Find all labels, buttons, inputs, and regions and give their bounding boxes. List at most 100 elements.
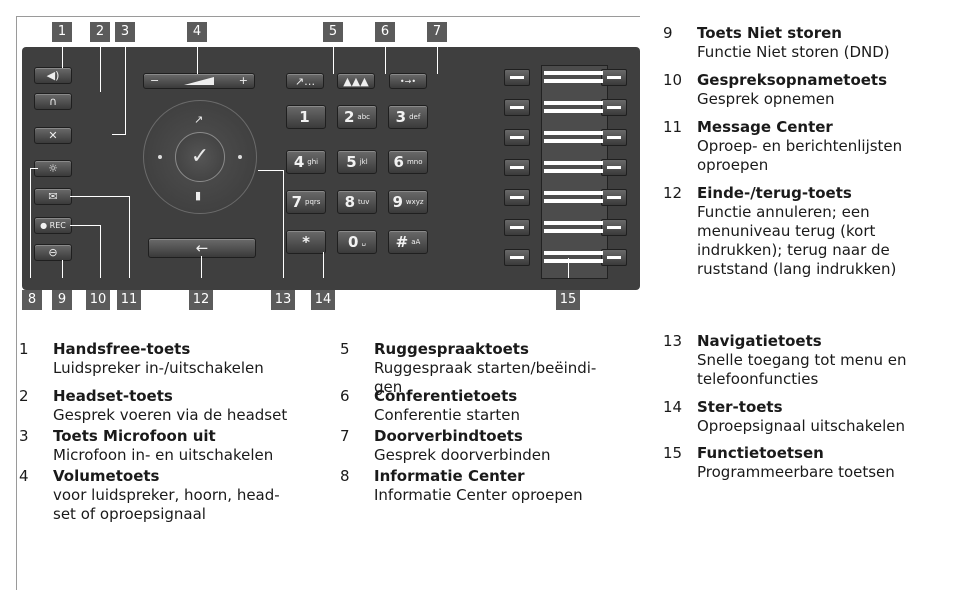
nav-left-dot: [158, 155, 162, 159]
legend-number: 15: [663, 444, 683, 462]
leader-line-10h: [70, 225, 101, 226]
dnd-key[interactable]: ⊖: [34, 244, 72, 261]
legend-title: Message Center: [697, 118, 833, 136]
function-key-left-3[interactable]: [504, 129, 530, 146]
volume-key[interactable]: − +: [143, 73, 255, 89]
legend-title: Ster-toets: [697, 398, 783, 416]
plus-icon: +: [238, 74, 248, 87]
legend-number: 5: [340, 340, 350, 358]
function-key-label-top-3: [544, 131, 603, 135]
callout-11: 11: [117, 290, 141, 310]
function-key-left-4[interactable]: [504, 159, 530, 176]
callout-4: 4: [187, 22, 207, 42]
function-key-left-2[interactable]: [504, 99, 530, 116]
leader-line-15: [568, 258, 569, 278]
checkmark-icon: ✓: [190, 144, 210, 169]
call-icon: ↗: [194, 113, 204, 126]
callout-8: 8: [22, 290, 42, 310]
volume-wedge-icon: [184, 77, 214, 85]
figure-frame-left: [16, 16, 17, 590]
letters: tuv: [358, 198, 370, 206]
consult-call-icon: ↗…: [294, 74, 316, 88]
function-key-right-3[interactable]: [601, 129, 627, 146]
record-key[interactable]: ● REC: [34, 217, 72, 234]
back-key[interactable]: ←: [148, 238, 256, 258]
legend-number: 2: [19, 387, 29, 405]
keypad-1[interactable]: 1: [286, 105, 326, 129]
legend-description: Snelle toegang tot menu en: [697, 351, 907, 369]
function-key-label-bottom-6: [544, 229, 603, 233]
nav-ok-button[interactable]: ✓: [175, 132, 225, 182]
info-center-key[interactable]: ☼: [34, 160, 72, 177]
function-key-right-1[interactable]: [601, 69, 627, 86]
legend-description: gen: [374, 378, 403, 396]
info-center-icon: ☼: [48, 162, 58, 175]
legend-title: Toets Niet storen: [697, 24, 842, 42]
leader-line-13: [283, 170, 284, 278]
legend-title: Doorverbindtoets: [374, 427, 523, 445]
handsfree-key[interactable]: ◀): [34, 67, 72, 84]
function-key-left-1[interactable]: [504, 69, 530, 86]
leader-line-7: [437, 42, 438, 74]
keypad-0[interactable]: 0␣: [337, 230, 377, 254]
legend-title: Handsfree-toets: [53, 340, 191, 358]
function-key-left-6[interactable]: [504, 219, 530, 236]
headset-icon: ∩: [48, 95, 58, 108]
callout-9: 9: [52, 290, 72, 310]
letters: ghi: [307, 158, 319, 166]
function-key-right-2[interactable]: [601, 99, 627, 116]
digit: 3: [395, 108, 407, 126]
legend-title: Volumetoets: [53, 467, 160, 485]
function-key-left-7[interactable]: [504, 249, 530, 266]
callout-1: 1: [52, 22, 72, 42]
mute-key[interactable]: ✕: [34, 127, 72, 144]
legend-number: 14: [663, 398, 683, 416]
leader-line-10: [100, 225, 101, 278]
function-key-right-6[interactable]: [601, 219, 627, 236]
function-key-left-5[interactable]: [504, 189, 530, 206]
message-key[interactable]: ✉: [34, 188, 72, 205]
digit: 0: [348, 233, 359, 251]
legend-number: 9: [663, 24, 673, 42]
transfer-key[interactable]: •→•: [389, 73, 427, 89]
digit: 7: [291, 193, 302, 211]
function-key-right-7[interactable]: [601, 249, 627, 266]
leader-line-13h: [258, 170, 284, 171]
nav-right-dot: [238, 155, 242, 159]
keypad-hash[interactable]: #aA: [388, 230, 428, 254]
legend-title: Functietoetsen: [697, 444, 824, 462]
function-key-right-4[interactable]: [601, 159, 627, 176]
legend-description: Microfoon in- en uitschakelen: [53, 446, 274, 464]
digit: 2: [343, 108, 355, 126]
legend-description: Conferentie starten: [374, 406, 520, 424]
legend-description: ruststand (lang indrukken): [697, 260, 897, 278]
star-key[interactable]: *: [286, 230, 326, 254]
digit: 8: [344, 193, 356, 211]
navigation-key[interactable]: ✓ ↗ ▮: [143, 100, 257, 214]
function-key-right-5[interactable]: [601, 189, 627, 206]
leader-line-2: [100, 42, 101, 92]
legend-title: Gespreksopnametoets: [697, 71, 888, 89]
consult-key[interactable]: ↗…: [286, 73, 324, 89]
legend-number: 11: [663, 118, 683, 136]
leader-line-3h: [112, 134, 126, 135]
headset-key[interactable]: ∩: [34, 93, 72, 110]
conference-key[interactable]: ▲▲▲: [337, 73, 375, 89]
letters: pqrs: [305, 198, 321, 206]
function-key-label-bottom-4: [544, 169, 603, 173]
